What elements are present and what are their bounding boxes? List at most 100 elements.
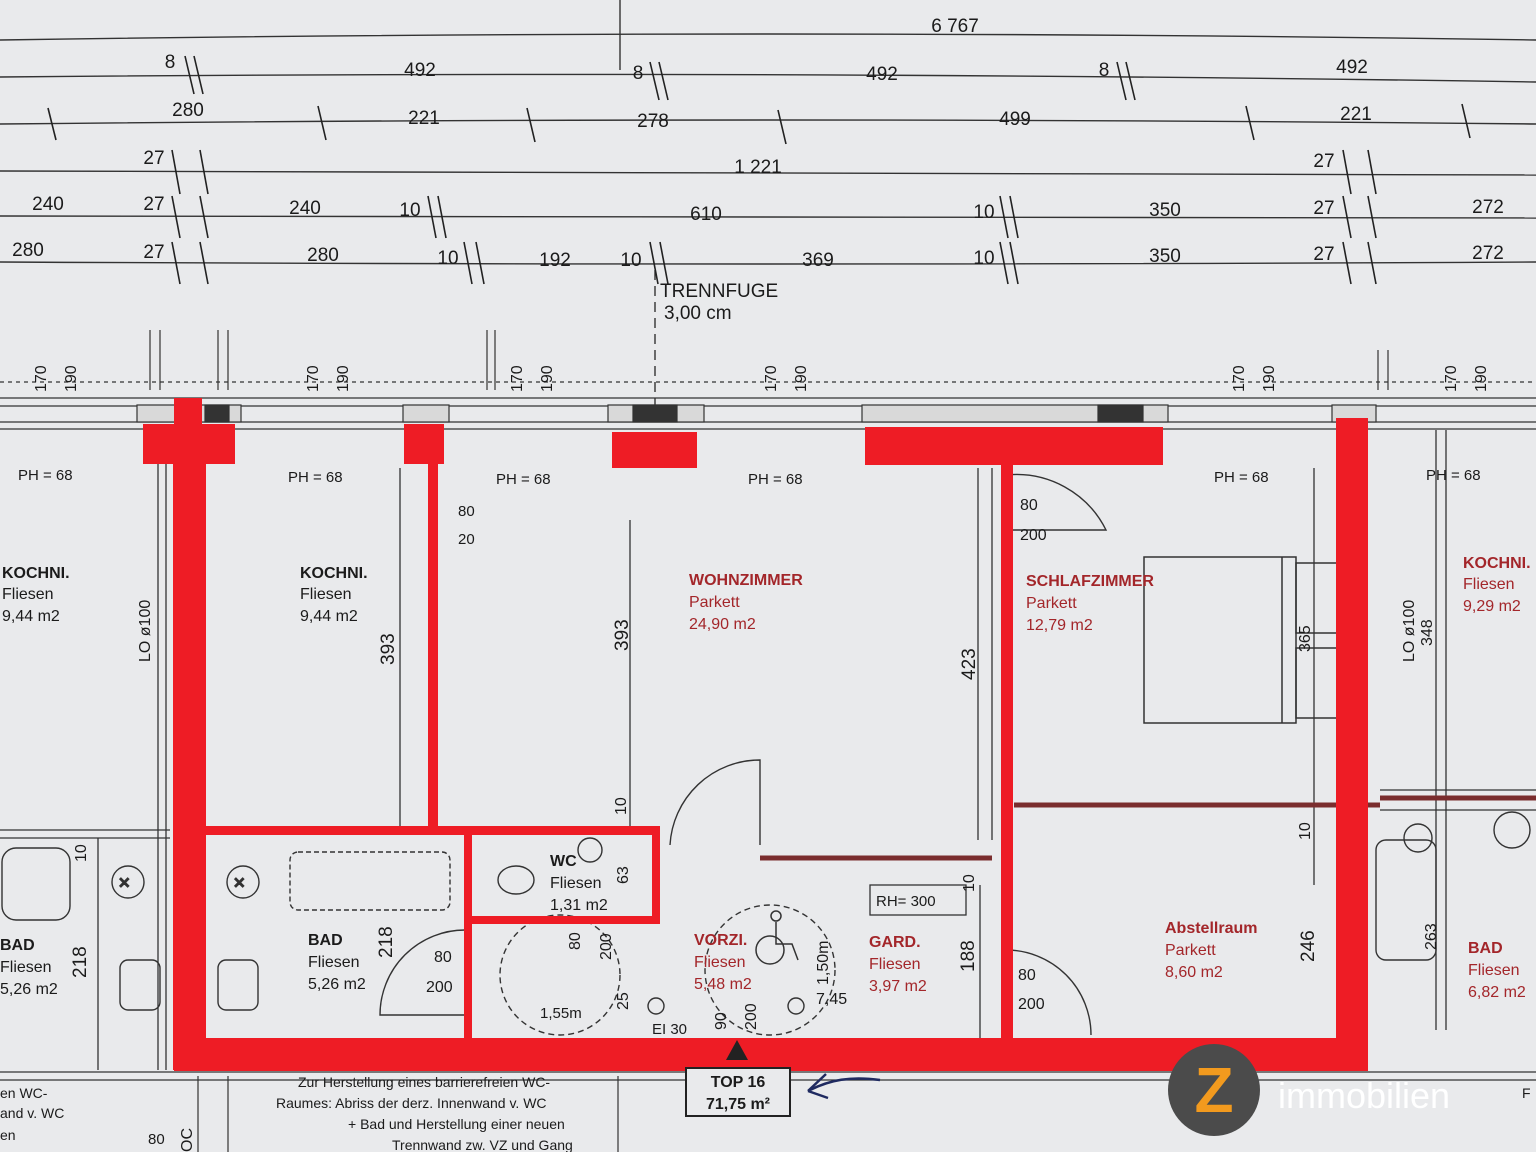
top-unit-label: TOP 16 71,75 m²	[685, 1040, 881, 1117]
misc-labels: RH= 300 EI 30 7,45 1,55m	[540, 893, 936, 1038]
door-width: 80	[1018, 967, 1036, 984]
dim-vertical: 218	[376, 926, 397, 958]
door-height: 200	[426, 979, 453, 996]
dim-vertical: 348	[1419, 619, 1436, 646]
door-height: 200	[1020, 527, 1047, 544]
top-area: 71,75 m²	[706, 1096, 770, 1113]
note-line: en WC-	[0, 1085, 48, 1101]
dimension-labels: 6 767 8 492 8 492 8 492 280 221 278 499 …	[12, 16, 1504, 324]
ph-label: PH = 68	[18, 467, 73, 484]
room-finish: Fliesen	[308, 954, 360, 971]
dim-vertical: 80	[567, 932, 584, 950]
dim-label: 499	[999, 109, 1031, 130]
room-finish: Fliesen	[550, 875, 602, 892]
dim-label: 8	[165, 52, 176, 73]
dim-label: 492	[404, 60, 436, 81]
svg-text:✕: ✕	[233, 875, 246, 892]
pointer-arrow	[809, 1077, 881, 1092]
dim-label: 280	[172, 100, 204, 121]
dim-label: 272	[1472, 243, 1504, 264]
room-name: BAD	[1468, 940, 1503, 957]
room-area: 5,48 m2	[694, 976, 752, 993]
dim-label: 492	[866, 64, 898, 85]
note-line: and v. WC	[0, 1105, 64, 1121]
ph-label: PH = 68	[748, 471, 803, 488]
sill-height: 170	[763, 365, 780, 392]
room-area: 8,60 m2	[1165, 964, 1223, 981]
rh-label: RH= 300	[876, 893, 936, 910]
note-line: Zur Herstellung eines barrierefreien WC-	[298, 1074, 550, 1090]
dim-label: 240	[32, 194, 64, 215]
window-height: 190	[1261, 365, 1278, 392]
dim-vertical: 1,50m	[815, 941, 832, 985]
lo-label: LO ø100	[1401, 600, 1418, 662]
room-area: 1,31 m2	[550, 897, 608, 914]
room-labels: KOCHNI. Fliesen 9,44 m2 KOCHNI. Fliesen …	[0, 555, 1531, 1001]
dim-label: 27	[1313, 198, 1334, 219]
room-name: KOCHNI.	[300, 565, 368, 582]
dim-label: 492	[1336, 57, 1368, 78]
note-line: OC	[179, 1128, 196, 1152]
room-finish: Fliesen	[0, 959, 52, 976]
dim-label: 280	[307, 245, 339, 266]
room-finish: Parkett	[1165, 942, 1216, 959]
room-name: GARD.	[869, 934, 921, 951]
room-area: 5,26 m2	[0, 981, 58, 998]
dim-vertical: 393	[612, 619, 633, 651]
dim-vertical: 90	[713, 1012, 730, 1030]
corridor-wall	[760, 795, 1536, 861]
sill-height: 170	[1231, 365, 1248, 392]
dim-vertical: 10	[1297, 822, 1314, 840]
room-finish: Parkett	[689, 594, 740, 611]
dim-label: 221	[1340, 104, 1372, 125]
trennfuge-label: TRENNFUGE	[660, 281, 778, 302]
door-width: 80	[458, 503, 475, 520]
red-walls	[143, 398, 1368, 1071]
vertical-dims: LO ø100 LO ø100 393 393 423 365 348 10 1…	[70, 600, 1440, 1030]
window-height: 190	[1473, 365, 1490, 392]
turning-circle-label: 1,55m	[540, 1005, 582, 1022]
note-line: F	[1522, 1085, 1531, 1101]
room-name: VORZI.	[694, 932, 747, 949]
sill-height: 170	[33, 365, 50, 392]
room-name: WC	[550, 853, 577, 870]
dim-label: 10	[620, 250, 641, 271]
dim-vertical: 393	[378, 633, 399, 665]
dim-label: 350	[1149, 200, 1181, 221]
windows	[136, 404, 1377, 423]
dim-label: 27	[1313, 244, 1334, 265]
dimension-ticks	[47, 55, 1471, 285]
facade	[0, 330, 1536, 430]
dim-label: 278	[637, 111, 669, 132]
door-width: 80	[434, 949, 452, 966]
sill-height: 170	[1443, 365, 1460, 392]
room-finish: Fliesen	[1463, 576, 1515, 593]
lo-label: LO ø100	[137, 600, 154, 662]
ph-label: PH = 68	[288, 469, 343, 486]
door-dims: 80 20 80 200 80 200 80 200	[426, 497, 1047, 1013]
dimension-lines	[0, 0, 1536, 405]
dim-label: 27	[143, 242, 164, 263]
dim-total: 6 767	[931, 16, 979, 37]
dim-vertical: 365	[1297, 625, 1314, 652]
ph-label: PH = 68	[496, 471, 551, 488]
room-name: Abstellraum	[1165, 920, 1257, 937]
window-dims: 170 190 170 190 170 190 170 190 170 190 …	[33, 365, 1490, 392]
dim-label: 8	[1099, 60, 1110, 81]
window-height: 190	[539, 365, 556, 392]
dim-vertical: 200	[743, 1003, 760, 1030]
room-name: BAD	[0, 937, 35, 954]
room-area: 5,26 m2	[308, 976, 366, 993]
sanitary: ✕ ✕	[1, 811, 1531, 1011]
ei30-label: EI 30	[652, 1021, 687, 1038]
dim-label: 610	[690, 204, 722, 225]
room-area: 3,97 m2	[869, 978, 927, 995]
wheelchair-icon	[755, 910, 799, 965]
dim-label: 10	[973, 248, 994, 269]
top-number: TOP 16	[711, 1074, 766, 1091]
door-width: 80	[1020, 497, 1038, 514]
note-line: Raumes: Abriss der derz. Innenwand v. WC	[276, 1095, 547, 1111]
note-line: Trennwand zw. VZ und Gang	[392, 1137, 573, 1152]
dim-label: 1 221	[734, 157, 782, 178]
room-finish: Fliesen	[1468, 962, 1520, 979]
